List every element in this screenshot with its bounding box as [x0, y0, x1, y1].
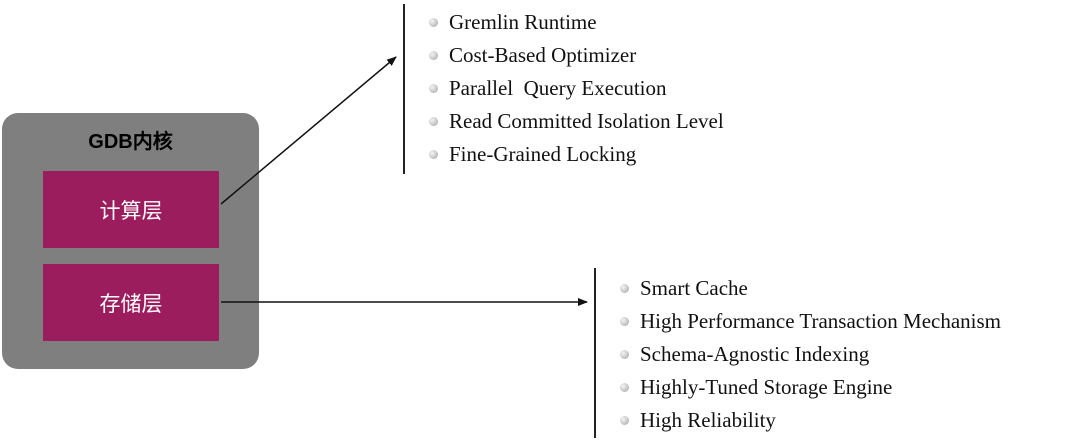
feature-label: Smart Cache [640, 276, 748, 300]
feature-label: Cost-Based Optimizer [449, 43, 637, 67]
bullet-icon [429, 150, 438, 159]
bullet-icon [620, 350, 629, 359]
gdb-core-container: GDB内核 计算层 存储层 [2, 113, 259, 369]
feature-label: Parallel Query Execution [449, 76, 667, 100]
feature-item: High Reliability [620, 404, 1001, 437]
feature-label: Fine-Grained Locking [449, 142, 637, 166]
bracket-divider [403, 4, 405, 174]
bullet-icon [429, 18, 438, 27]
bullet-icon [620, 383, 629, 392]
feature-label: Highly-Tuned Storage Engine [640, 375, 893, 399]
bracket-divider [594, 268, 596, 438]
feature-item: Highly-Tuned Storage Engine [620, 371, 1001, 404]
feature-item: Schema-Agnostic Indexing [620, 338, 1001, 371]
bullet-icon [429, 84, 438, 93]
feature-item: Gremlin Runtime [429, 6, 724, 39]
feature-label: Gremlin Runtime [449, 10, 597, 34]
core-title: GDB内核 [88, 131, 173, 153]
bullet-icon [620, 416, 629, 425]
compute-arrow [220, 56, 397, 205]
feature-item: Fine-Grained Locking [429, 138, 724, 171]
feature-label: High Performance Transaction Mechanism [640, 309, 1002, 333]
compute-layer-label: 计算层 [99, 199, 163, 223]
feature-label: High Reliability [640, 408, 776, 432]
feature-label: Schema-Agnostic Indexing [640, 342, 870, 366]
storage-layer-label: 存储层 [99, 292, 163, 316]
feature-item: Parallel Query Execution [429, 72, 724, 105]
feature-item: Cost-Based Optimizer [429, 39, 724, 72]
storage-layer-box: 存储层 [43, 264, 219, 341]
feature-label: Read Committed Isolation Level [449, 109, 724, 133]
bullet-icon [429, 117, 438, 126]
bullet-icon [429, 51, 438, 60]
bullet-icon [620, 317, 629, 326]
bullet-icon [620, 284, 629, 293]
compute-layer-box: 计算层 [43, 171, 219, 248]
feature-item: High Performance Transaction Mechanism [620, 305, 1001, 338]
feature-item: Smart Cache [620, 272, 1001, 305]
feature-item: Read Committed Isolation Level [429, 105, 724, 138]
